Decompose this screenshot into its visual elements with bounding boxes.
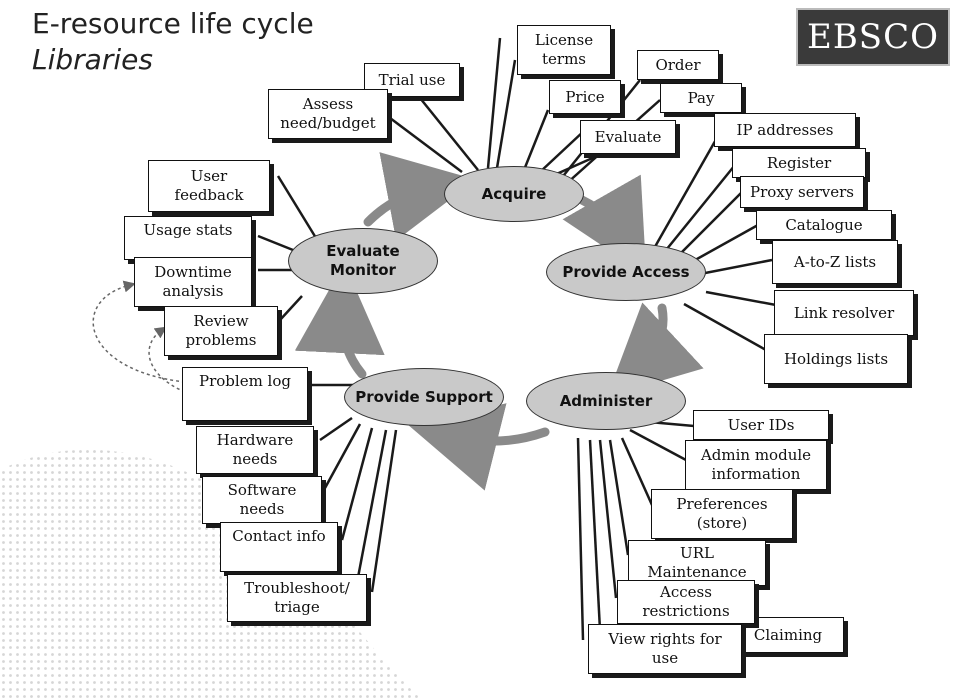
task-url-maintenance: URL Maintenance <box>628 540 766 586</box>
task-software-needs: Software needs <box>202 476 322 524</box>
task-catalogue: Catalogue <box>756 210 892 240</box>
task-register: Register <box>732 148 866 178</box>
task-holdings-lists: Holdings lists <box>764 334 908 384</box>
ebsco-logo: EBSCO <box>796 8 950 66</box>
task-assess-need-budget: Assess need/budget <box>268 89 388 139</box>
task-admin-module-information: Admin module information <box>685 440 827 490</box>
task-ip-addresses: IP addresses <box>714 113 856 147</box>
task-usage-stats: Usage stats <box>124 216 252 260</box>
arrow-acquire-to-access <box>562 174 647 276</box>
stage-provide-support: Provide Support <box>344 368 504 426</box>
stage-evaluate-monitor: Evaluate Monitor <box>288 228 438 294</box>
task-hardware-needs: Hardware needs <box>196 426 314 474</box>
dotted-wave-decoration <box>0 449 420 698</box>
task-troubleshoot-triage: Troubleshoot/ triage <box>227 574 367 622</box>
task-a-to-z-lists: A-to-Z lists <box>772 240 898 284</box>
task-pay: Pay <box>660 83 742 113</box>
task-proxy-servers: Proxy servers <box>740 176 864 208</box>
task-problem-log: Problem log <box>182 367 308 421</box>
arrow-evaluate-to-acquire <box>363 152 477 241</box>
task-license-terms: License terms <box>517 25 611 75</box>
task-evaluate: Evaluate <box>580 120 676 154</box>
diagram-subtitle: Libraries <box>32 43 153 76</box>
task-user-ids: User IDs <box>693 410 829 440</box>
diagram-title: E-resource life cycle <box>32 7 314 40</box>
dotted-arrow-to-review <box>148 326 186 393</box>
stage-provide-access: Provide Access <box>546 243 706 301</box>
stage-administer: Administer <box>526 372 686 430</box>
task-view-rights-for-use: View rights for use <box>588 624 742 674</box>
task-contact-info: Contact info <box>220 522 338 572</box>
stage-acquire: Acquire <box>444 166 584 222</box>
arrow-support-to-evaluate <box>294 263 385 379</box>
task-access-restrictions: Access restrictions <box>617 580 755 624</box>
task-downtime-analysis: Downtime analysis <box>134 257 252 307</box>
arrow-administer-to-support <box>408 403 550 491</box>
task-price: Price <box>549 80 621 114</box>
task-order: Order <box>637 50 719 80</box>
task-link-resolver: Link resolver <box>774 290 914 336</box>
arrow-access-to-administer <box>607 302 704 397</box>
task-review-problems: Review problems <box>164 306 278 356</box>
task-user-feedback: User feedback <box>148 160 270 212</box>
task-preferences-store: Preferences (store) <box>651 489 793 539</box>
